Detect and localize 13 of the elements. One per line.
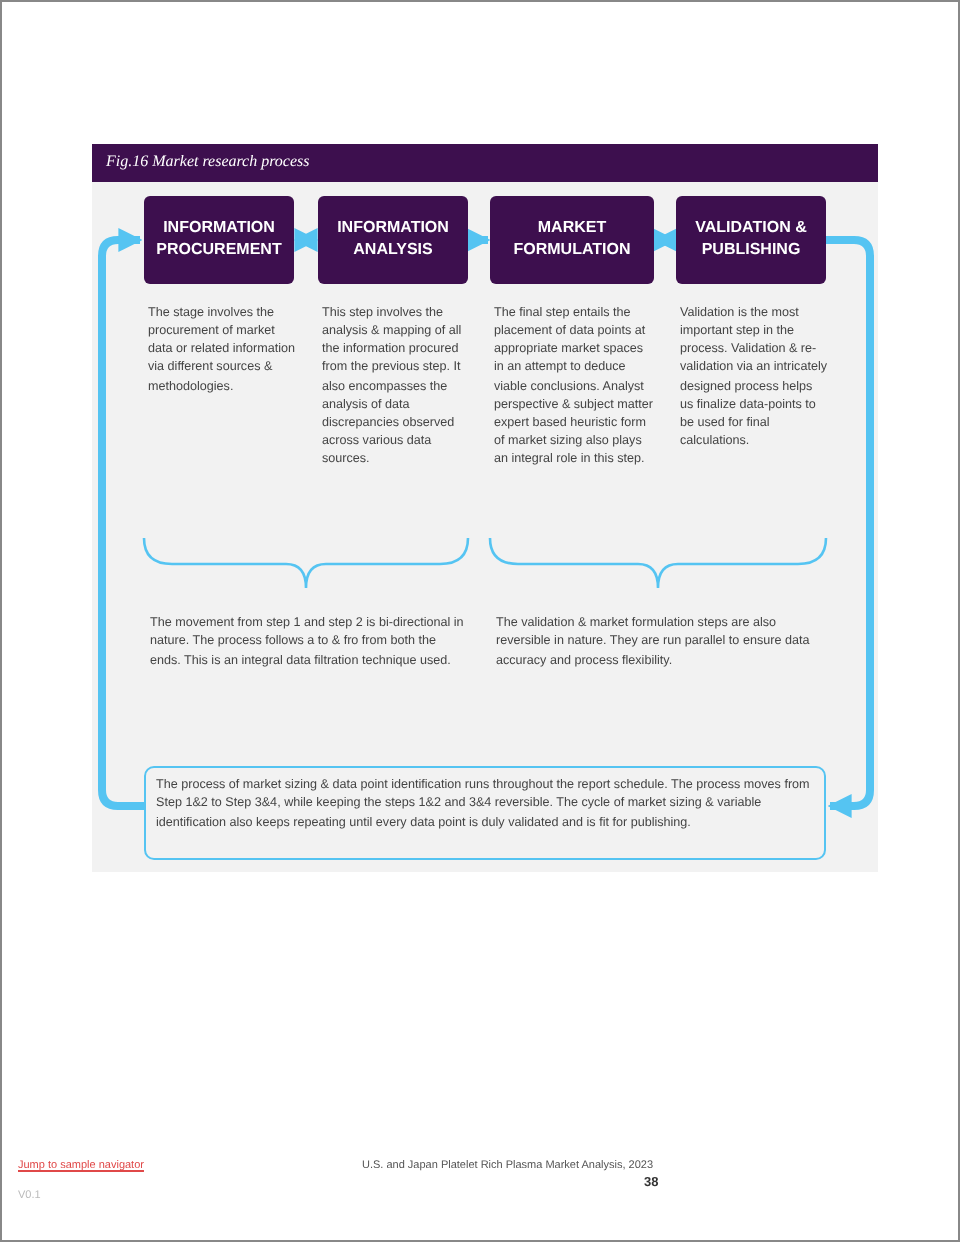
step-title: VALIDATION & PUBLISHING <box>693 218 809 262</box>
arrow <box>466 228 491 252</box>
step-title: MARKET FORMULATION <box>511 218 633 262</box>
figure-title: Fig.16 Market research process <box>106 152 310 170</box>
process-box <box>144 196 294 284</box>
process-box <box>490 196 654 284</box>
arrow <box>652 228 678 252</box>
process-box <box>676 196 826 284</box>
step-title: INFORMATION PROCUREMENT <box>156 218 282 262</box>
step-title: INFORMATION ANALYSIS <box>335 218 451 262</box>
process-box <box>318 196 468 284</box>
note-box <box>144 766 826 860</box>
arrow <box>293 228 319 252</box>
